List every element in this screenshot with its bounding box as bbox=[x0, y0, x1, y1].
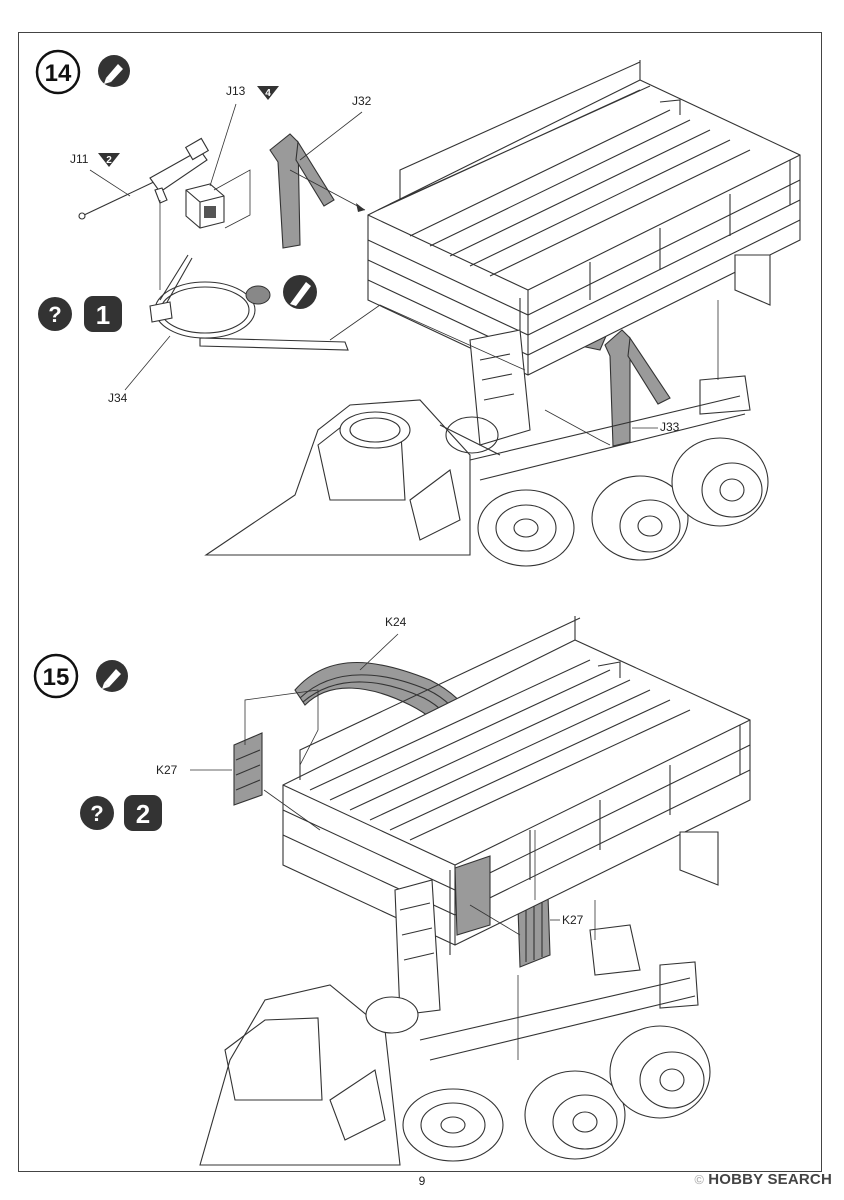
option-marker: ? bbox=[80, 796, 114, 830]
watermark: ©HOBBY SEARCH bbox=[694, 1171, 832, 1188]
qty-triangle-icon: 4 bbox=[257, 86, 279, 100]
paint-icon bbox=[96, 660, 128, 692]
part-k27-left bbox=[233, 732, 263, 806]
page-number: 9 bbox=[418, 1174, 426, 1188]
page-frame bbox=[18, 32, 822, 1172]
option-question: ? bbox=[48, 302, 61, 327]
label-j33: J33 bbox=[660, 420, 680, 434]
step-number: 14 bbox=[45, 60, 72, 87]
assembly-arrows-14 bbox=[159, 169, 719, 446]
part-j32-bracket bbox=[269, 133, 335, 249]
label-j13: J13 bbox=[226, 84, 246, 98]
truck-chassis-15 bbox=[199, 924, 699, 1166]
option-number: 1 bbox=[96, 300, 110, 330]
watermark-text: HOBBY SEARCH bbox=[708, 1171, 832, 1188]
wheels-14 bbox=[445, 416, 769, 567]
step-14: 14 ? 1 J11 bbox=[35, 49, 801, 567]
label-j32: J32 bbox=[352, 94, 372, 108]
option-number: 2 bbox=[136, 799, 150, 829]
part-j13-ammo-box bbox=[185, 183, 225, 229]
step-number-badge bbox=[35, 49, 81, 95]
part-j11-gun bbox=[78, 137, 210, 220]
label-k27-left: K27 bbox=[156, 763, 178, 777]
qty-j11: 2 bbox=[106, 155, 112, 166]
label-j11: J11 bbox=[70, 152, 89, 166]
step-number: 15 bbox=[43, 664, 70, 691]
knife-icon bbox=[283, 275, 317, 309]
option-number-badge: 2 bbox=[124, 795, 162, 831]
watermark-prefix: © bbox=[694, 1172, 705, 1187]
paint-icon bbox=[98, 55, 130, 87]
label-k27-right: K27 bbox=[562, 913, 584, 927]
step-15: 15 ? 2 K24 bbox=[33, 615, 751, 1166]
option-question: ? bbox=[90, 801, 103, 826]
label-k24: K24 bbox=[385, 615, 407, 629]
part-j34-ring-mount bbox=[149, 254, 349, 351]
assembly-arrows-15 bbox=[244, 689, 596, 1060]
truck-bed-15 bbox=[282, 616, 751, 1016]
option-marker: ? bbox=[38, 297, 72, 331]
truck-chassis-14 bbox=[204, 329, 751, 556]
label-j34: J34 bbox=[108, 391, 128, 405]
cement-icon bbox=[245, 285, 271, 305]
step-number-badge bbox=[33, 653, 79, 699]
qty-triangle-icon: 2 bbox=[98, 153, 120, 167]
wheels-15 bbox=[402, 1025, 711, 1162]
qty-j13: 4 bbox=[265, 88, 271, 99]
truck-bed-14 bbox=[367, 60, 801, 380]
option-number-badge: 1 bbox=[84, 296, 122, 332]
